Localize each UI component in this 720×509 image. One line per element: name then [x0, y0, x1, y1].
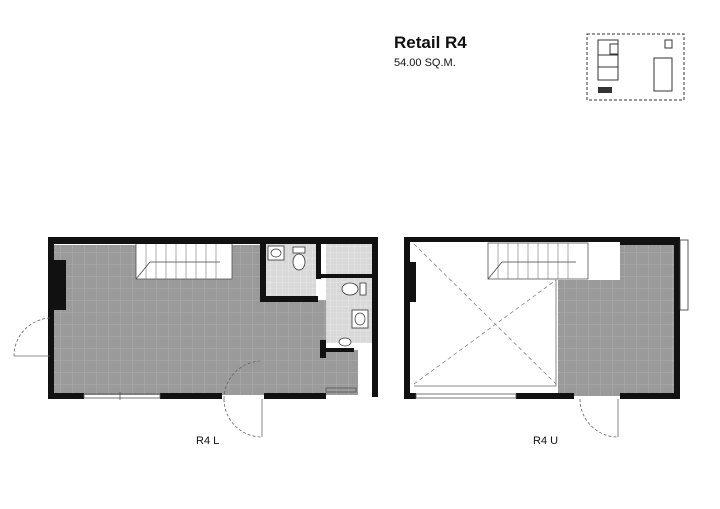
upper-floor-label: R4 U	[533, 435, 559, 447]
key-plan	[586, 33, 685, 101]
lower-floor-plan	[13, 237, 378, 438]
void-opening	[413, 243, 557, 387]
column	[404, 262, 416, 302]
staircase	[135, 242, 233, 280]
staircase	[487, 242, 589, 280]
toilet-fixtures	[267, 245, 369, 347]
unit-area: 54.00 SQ.M.	[394, 57, 456, 69]
unit-title: Retail R4	[394, 33, 467, 52]
lower-floor-label: R4 L	[196, 435, 220, 447]
door-swings	[13, 317, 263, 438]
upper-floor-plan	[404, 237, 689, 438]
column	[48, 260, 66, 310]
